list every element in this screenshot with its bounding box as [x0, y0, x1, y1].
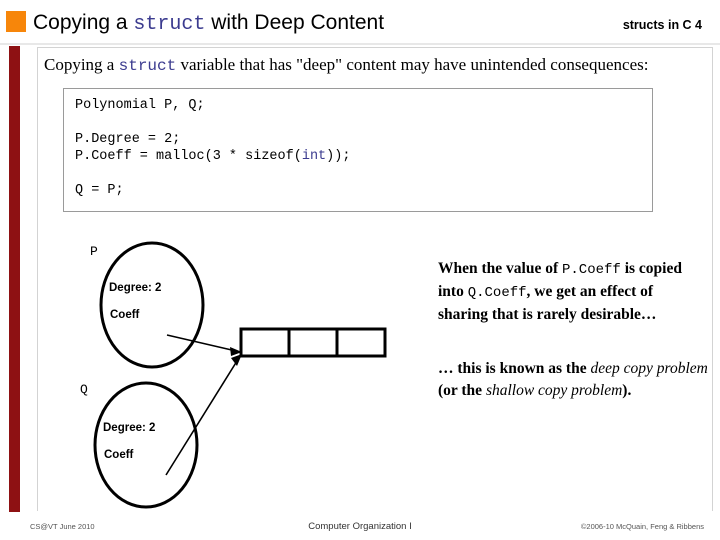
page-title-post: with Deep Content	[205, 11, 385, 34]
intro-keyword: struct	[118, 57, 177, 75]
note1-code-p-coeff: P.Coeff	[562, 262, 621, 278]
intro-post: variable that has "deep" content may hav…	[176, 55, 649, 74]
note-deep-copy-problem: … this is known as the deep copy problem…	[438, 358, 710, 402]
page-title-keyword: struct	[133, 13, 206, 36]
q-coeff-label: Coeff	[104, 449, 134, 461]
code-line-1: Polynomial P, Q;	[75, 98, 205, 113]
content-top-border	[37, 47, 713, 48]
code-line-2: P.Degree = 2;	[75, 132, 181, 147]
code-line-4: Q = P;	[75, 183, 124, 198]
code-line-3-keyword: int	[301, 149, 327, 164]
header-divider	[0, 43, 720, 45]
p-variable-label: P	[90, 244, 98, 259]
q-degree-label: Degree: 2	[103, 422, 156, 434]
memory-diagram: P Degree: 2 Coeff Q Degree: 2 Coeff	[60, 230, 420, 520]
intro-paragraph: Copying a struct variable that has "deep…	[44, 54, 704, 77]
p-coeff-pointer-arrow	[166, 334, 237, 352]
array-cell-0	[239, 327, 291, 358]
note2-a: … this is known as the	[438, 360, 591, 377]
header-section-label: structs in C 4	[622, 18, 702, 32]
code-block: Polynomial P, Q; P.Degree = 2; P.Coeff =…	[63, 88, 653, 212]
note2-c: ).	[622, 382, 632, 399]
page-title-pre: Copying a	[33, 11, 134, 34]
code-blank-2	[75, 165, 652, 182]
q-coeff-arrowhead-icon	[231, 354, 242, 366]
p-struct-oval	[99, 241, 205, 369]
array-cell-2	[335, 327, 387, 358]
footer-copyright-label: ©2006-10 McQuain, Feng & Ribbens	[580, 522, 704, 531]
footer-title-label: Computer Organization I	[308, 521, 412, 532]
p-degree-label: Degree: 2	[109, 282, 162, 294]
note1-c: , we get an effect of sharing that is ra…	[438, 283, 657, 323]
code-line-3-post: ));	[326, 149, 351, 164]
slide-footer: CS@VT June 2010 Computer Organization I …	[0, 519, 720, 537]
left-accent-bar	[9, 46, 20, 512]
note1-a: When the value of	[438, 260, 562, 277]
note-deep-copy-explanation: When the value of P.Coeff is copied into…	[438, 258, 706, 326]
title-bullet-square-icon	[6, 11, 26, 32]
page-title: Copying a struct with Deep Content	[33, 11, 384, 37]
q-variable-label: Q	[80, 382, 88, 397]
p-coeff-label: Coeff	[110, 309, 140, 321]
code-line-3: P.Coeff = malloc(3 * sizeof(int));	[75, 148, 652, 165]
coeff-array-box	[239, 327, 387, 358]
q-coeff-pointer-arrow	[165, 360, 238, 476]
p-coeff-arrowhead-icon	[230, 347, 242, 356]
code-blank-1	[75, 114, 652, 131]
note1-code-q-coeff: Q.Coeff	[467, 285, 527, 301]
note1-b: is copied into	[438, 260, 682, 300]
note2-term-shallow-copy: shallow copy problem	[485, 382, 623, 399]
slide-header: Copying a struct with Deep Content struc…	[0, 0, 720, 45]
note2-term-deep-copy: deep copy problem	[590, 360, 708, 377]
note2-b: (or the	[438, 382, 486, 399]
content-right-border	[712, 47, 713, 511]
intro-pre: Copying a	[44, 55, 119, 74]
footer-course-label: CS@VT June 2010	[30, 522, 95, 531]
content-left-border	[37, 47, 38, 511]
q-struct-oval	[93, 381, 199, 509]
array-cell-1	[287, 327, 339, 358]
code-line-3-pre: P.Coeff = malloc(3 * sizeof(	[75, 149, 302, 164]
